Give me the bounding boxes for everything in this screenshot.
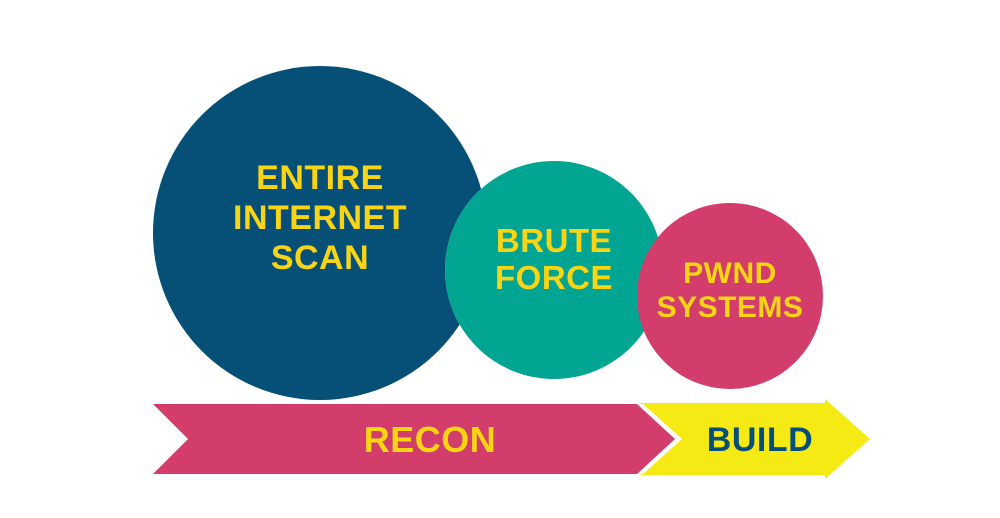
build-arrow — [640, 399, 870, 479]
brute-force-line-1: BRUTE — [496, 222, 612, 259]
entire-internet-scan-line-2: INTERNET — [233, 199, 407, 237]
brute-force-line-2: FORCE — [495, 259, 613, 296]
entire-internet-scan-line-3: SCAN — [271, 239, 369, 277]
build-label: BUILD — [707, 421, 813, 459]
recon-arrow — [153, 404, 675, 474]
brute-force-circle — [445, 161, 663, 379]
entire-internet-scan-line-1: ENTIRE — [256, 159, 384, 197]
pwnd-systems-line-1: PWND — [683, 257, 777, 290]
pwnd-systems-line-2: SYSTEMS — [657, 291, 804, 324]
recon-label: RECON — [364, 419, 497, 460]
pwnd-systems-circle — [637, 203, 823, 389]
entire-internet-scan-circle — [153, 66, 487, 400]
